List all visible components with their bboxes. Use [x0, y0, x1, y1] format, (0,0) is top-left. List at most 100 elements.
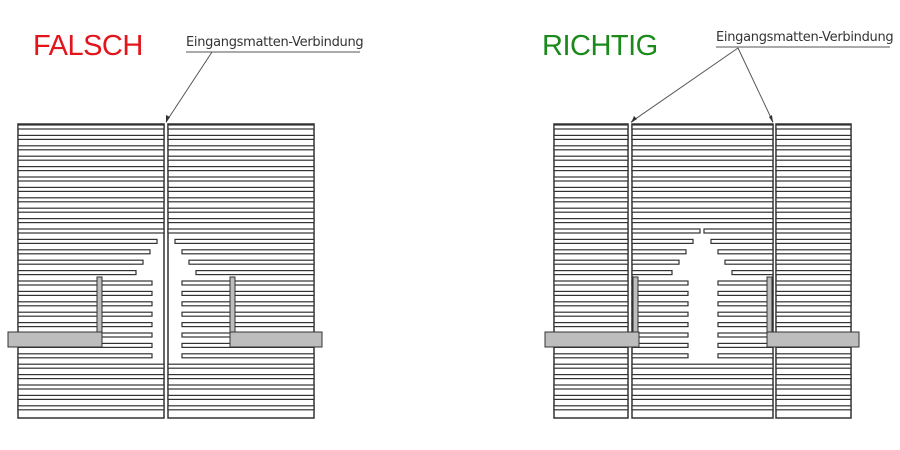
slat	[553, 218, 629, 224]
slat	[775, 270, 852, 276]
slat	[167, 145, 315, 151]
slat	[631, 301, 689, 307]
slat	[181, 353, 315, 359]
right-left-profile-horizontal	[544, 331, 640, 348]
slat	[553, 405, 629, 411]
slat	[167, 207, 315, 213]
slat	[17, 374, 165, 380]
slat	[17, 259, 144, 265]
slat	[553, 166, 629, 172]
slat	[17, 363, 165, 369]
slat	[553, 197, 629, 203]
slat	[631, 342, 689, 348]
slat	[631, 332, 689, 338]
right-left-profile-vertical	[632, 276, 639, 334]
slat	[631, 384, 774, 390]
slat	[17, 394, 165, 400]
slat	[17, 207, 165, 213]
slat	[775, 394, 852, 400]
slat	[703, 228, 774, 234]
slat	[167, 218, 315, 224]
slat	[775, 218, 852, 224]
slat	[553, 322, 629, 328]
slat	[631, 270, 673, 276]
right-leader-line-1	[630, 47, 739, 123]
slat	[631, 228, 701, 234]
slat	[631, 280, 689, 286]
slat	[631, 394, 774, 400]
slat	[553, 186, 629, 192]
wrong-left-profile-vertical	[96, 276, 103, 334]
slat	[717, 311, 774, 317]
slat	[17, 176, 165, 182]
slat	[167, 384, 315, 390]
wrong-connection-label: Eingangsmatten-Verbindung	[186, 35, 364, 50]
right-right-profile-horizontal	[766, 331, 860, 348]
slat	[775, 384, 852, 390]
wrong-right-profile-horizontal	[229, 331, 323, 348]
slat	[553, 270, 629, 276]
slat	[167, 155, 315, 161]
slat	[631, 145, 774, 151]
slat	[775, 155, 852, 161]
slat	[553, 134, 629, 140]
slat	[631, 353, 689, 359]
right-title: RICHTIG	[542, 30, 658, 62]
slat	[775, 280, 852, 286]
slat	[181, 311, 315, 317]
slat	[775, 134, 852, 140]
slat	[553, 301, 629, 307]
slat	[717, 332, 774, 338]
slat	[717, 353, 774, 359]
slat	[631, 259, 680, 265]
arrowhead-icon	[769, 115, 773, 123]
slat	[775, 353, 852, 359]
slat	[717, 301, 774, 307]
slat	[775, 228, 852, 234]
slat	[553, 280, 629, 286]
slat	[631, 374, 774, 380]
slat	[17, 228, 165, 234]
slat	[631, 207, 774, 213]
slat	[17, 186, 165, 192]
slat	[17, 353, 153, 359]
slat	[775, 311, 852, 317]
slat	[724, 259, 774, 265]
slat	[631, 155, 774, 161]
slat	[775, 374, 852, 380]
slat	[631, 249, 687, 255]
slat	[775, 238, 852, 244]
slat	[181, 249, 315, 255]
slat	[553, 124, 629, 130]
slat	[553, 363, 629, 369]
slat	[167, 124, 315, 130]
slat	[17, 197, 165, 203]
slat	[775, 290, 852, 296]
slat	[553, 145, 629, 151]
slat	[174, 238, 315, 244]
slat	[631, 166, 774, 172]
slat	[775, 124, 852, 130]
slat	[167, 363, 315, 369]
slat	[167, 374, 315, 380]
arrowhead-icon	[631, 116, 637, 123]
slat	[553, 311, 629, 317]
slat	[553, 353, 629, 359]
slat	[553, 384, 629, 390]
slat	[631, 290, 689, 296]
slat	[631, 186, 774, 192]
slat	[775, 145, 852, 151]
slat	[775, 322, 852, 328]
slat	[631, 238, 694, 244]
slat	[631, 311, 689, 317]
slat	[631, 218, 774, 224]
slat	[17, 124, 165, 130]
slat	[167, 405, 315, 411]
slat	[167, 186, 315, 192]
slat	[553, 259, 629, 265]
slat	[17, 218, 165, 224]
slat	[17, 155, 165, 161]
slat	[17, 270, 137, 276]
slat	[553, 207, 629, 213]
